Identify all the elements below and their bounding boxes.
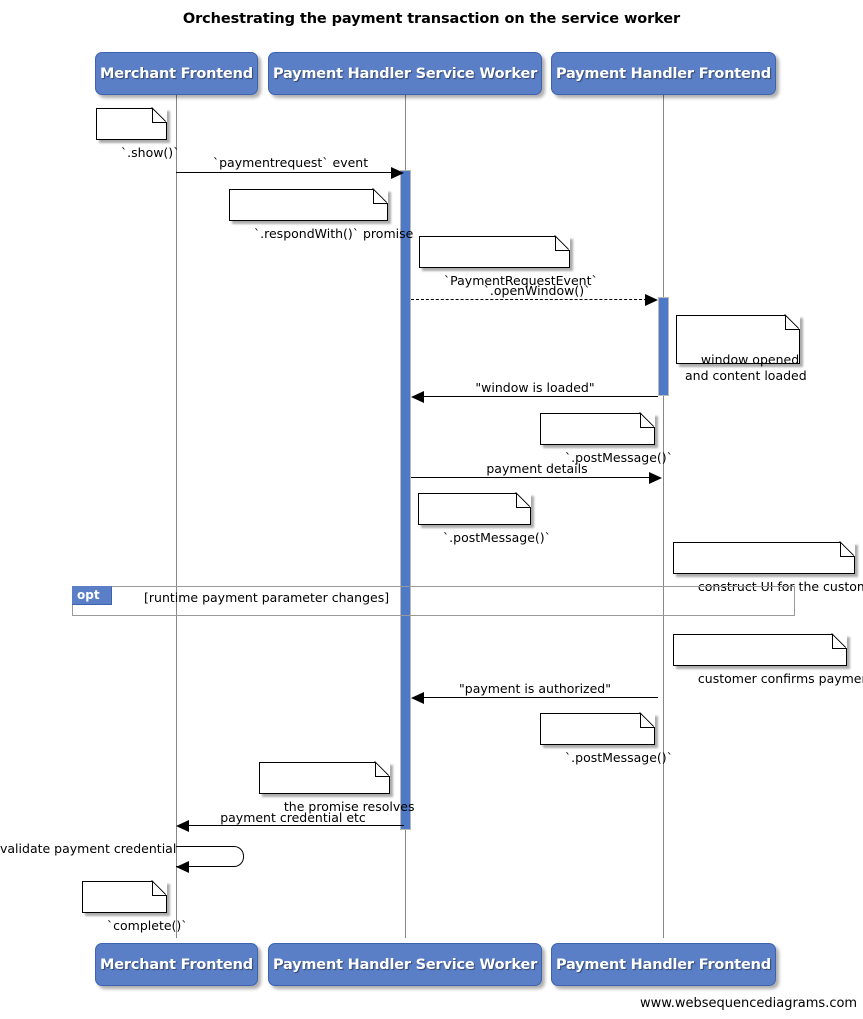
message-arrowhead-payment-is-authorized	[411, 692, 424, 704]
participant-merchant-frontend-bottom[interactable]: Merchant Frontend	[95, 943, 258, 986]
watermark-link[interactable]: www.websequencediagrams.com	[640, 996, 858, 1011]
note-the-promise-resolves: the promise resolves	[259, 761, 414, 814]
note-post-message-1: `.postMessage()`	[540, 412, 673, 465]
note-show: `.show()`	[96, 107, 179, 160]
note-fold-icon	[152, 880, 167, 896]
participant-service-worker-top[interactable]: Payment Handler Service Worker	[268, 52, 542, 95]
note-text: `.postMessage()`	[442, 530, 551, 545]
fragment-guard-condition: [runtime payment parameter changes]	[144, 590, 390, 605]
page-title: Orchestrating the payment transaction on…	[182, 11, 681, 27]
note-customer-confirms-payment: customer confirms payment	[673, 633, 863, 686]
participant-payment-handler-frontend-top[interactable]: Payment Handler Frontend	[551, 52, 776, 95]
lifeline-payment-handler-frontend	[663, 95, 664, 938]
message-arrowhead-paymentrequest-event	[391, 167, 404, 179]
message-label-open-window: `.openWindow()`	[483, 283, 591, 298]
message-arrowhead-open-window	[645, 294, 658, 306]
fragment-tab-cut	[103, 586, 112, 605]
note-text: `PaymentRequestEvent`	[443, 273, 598, 288]
participant-service-worker-bottom[interactable]: Payment Handler Service Worker	[268, 943, 542, 986]
note-fold-icon	[555, 235, 570, 251]
note-post-message-2: `.postMessage()`	[418, 492, 551, 545]
message-label-validate-payment-credential: validate payment credential	[0, 841, 177, 856]
message-line-window-is-loaded	[424, 396, 658, 397]
note-window-opened-and-content-loaded: window opened and content loaded	[676, 314, 807, 383]
message-label-payment-is-authorized: "payment is authorized"	[459, 681, 611, 696]
message-label-payment-credential-etc: payment credential etc	[220, 810, 366, 825]
note-text: customer confirms payment	[697, 671, 863, 686]
activation-service-worker	[400, 170, 411, 830]
note-text: `complete()`	[106, 918, 188, 933]
note-payment-request-event: `PaymentRequestEvent`	[419, 235, 598, 288]
note-fold-icon	[152, 107, 167, 123]
fragment-operator-tab: opt	[72, 586, 112, 605]
note-post-message-3: `.postMessage()`	[540, 712, 673, 765]
note-construct-ui-for-the-customer: construct UI for the customer	[673, 541, 863, 594]
message-arrowhead-validate-payment-credential	[176, 861, 189, 873]
note-fold-icon	[832, 633, 847, 649]
note-complete: `complete()`	[82, 880, 188, 933]
note-text: `.respondWith()` promise	[253, 226, 414, 241]
note-fold-icon	[516, 492, 531, 508]
participant-label: Payment Handler Frontend	[556, 956, 771, 973]
note-fold-icon	[640, 412, 655, 428]
note-fold-icon	[640, 712, 655, 728]
message-line-payment-is-authorized	[424, 697, 658, 698]
fragment-operator-label: opt	[77, 588, 100, 602]
message-label-payment-details: payment details	[486, 461, 588, 476]
message-line-paymentrequest-event	[176, 172, 393, 173]
participant-payment-handler-frontend-bottom[interactable]: Payment Handler Frontend	[551, 943, 776, 986]
participant-label: Merchant Frontend	[100, 956, 253, 973]
message-line-payment-credential-etc	[189, 825, 404, 826]
message-line-payment-details	[411, 477, 651, 478]
message-label-paymentrequest-event: `paymentrequest` event	[212, 155, 369, 170]
message-line-open-window	[411, 299, 647, 300]
note-text: `.postMessage()`	[564, 750, 673, 765]
note-text: `.show()`	[120, 145, 180, 160]
note-fold-icon	[375, 761, 390, 777]
note-fold-icon	[373, 188, 388, 204]
note-text: the promise resolves	[283, 799, 415, 814]
participant-label: Payment Handler Frontend	[556, 65, 771, 82]
message-label-window-is-loaded: "window is loaded"	[475, 380, 595, 395]
lifeline-merchant	[176, 95, 177, 938]
activation-payment-handler-frontend	[658, 297, 669, 396]
participant-label: Payment Handler Service Worker	[272, 956, 538, 973]
note-text: `.postMessage()`	[564, 450, 673, 465]
message-arrowhead-payment-credential-etc	[176, 820, 189, 832]
message-arrowhead-payment-details	[649, 472, 662, 484]
participant-label: Payment Handler Service Worker	[272, 65, 538, 82]
note-respond-with-promise: `.respondWith()` promise	[229, 188, 413, 241]
note-fold-icon	[840, 541, 855, 557]
message-selfloop-validate-payment-credential	[176, 846, 244, 867]
participant-label: Merchant Frontend	[100, 65, 253, 82]
message-arrowhead-window-is-loaded	[411, 391, 424, 403]
note-fold-icon	[785, 314, 800, 330]
participant-merchant-frontend-top[interactable]: Merchant Frontend	[95, 52, 258, 95]
note-text: window opened and content loaded	[685, 352, 807, 383]
